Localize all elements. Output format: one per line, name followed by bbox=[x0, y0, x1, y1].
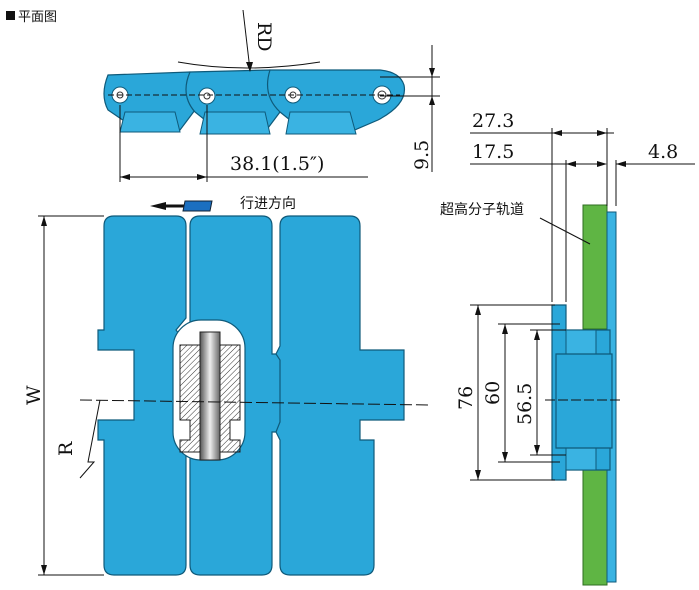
dim-17-5: 17.5 bbox=[472, 141, 514, 163]
width-dimension: W bbox=[23, 215, 104, 576]
radius-annotation: R bbox=[55, 399, 101, 479]
dim-56-5: 56.5 bbox=[514, 383, 536, 425]
pitch-label: 38.1(1.5″) bbox=[230, 153, 324, 175]
height-dimension: 9.5 bbox=[380, 45, 440, 172]
side-view-chain bbox=[103, 61, 406, 135]
page-header: 平面图 bbox=[6, 6, 57, 25]
page-title: 平面图 bbox=[18, 10, 58, 25]
height-label: 9.5 bbox=[411, 140, 433, 170]
dim-60: 60 bbox=[482, 381, 504, 405]
end-view-height-dimensions: 76 60 56.5 bbox=[455, 304, 566, 481]
dim-76: 76 bbox=[455, 386, 477, 410]
direction-indicator: 行进方向 bbox=[150, 196, 296, 212]
dim-27-3: 27.3 bbox=[472, 110, 514, 132]
track-label: 超高分子轨道 bbox=[440, 201, 524, 218]
end-view-top-dimensions: 27.3 17.5 4.8 bbox=[470, 110, 695, 302]
width-label: W bbox=[23, 385, 45, 405]
end-view-chain bbox=[545, 204, 620, 586]
radius-label: R bbox=[55, 441, 77, 456]
track-annotation: 超高分子轨道 bbox=[440, 201, 591, 245]
rd-label: RD bbox=[253, 22, 275, 52]
pitch-dimension: 38.1(1.5″) bbox=[119, 105, 368, 182]
direction-label: 行进方向 bbox=[240, 196, 296, 212]
dim-4-8: 4.8 bbox=[648, 141, 678, 163]
square-bullet-icon bbox=[6, 11, 15, 20]
plan-view-chain bbox=[79, 215, 431, 576]
rd-dimension: RD bbox=[242, 9, 275, 72]
